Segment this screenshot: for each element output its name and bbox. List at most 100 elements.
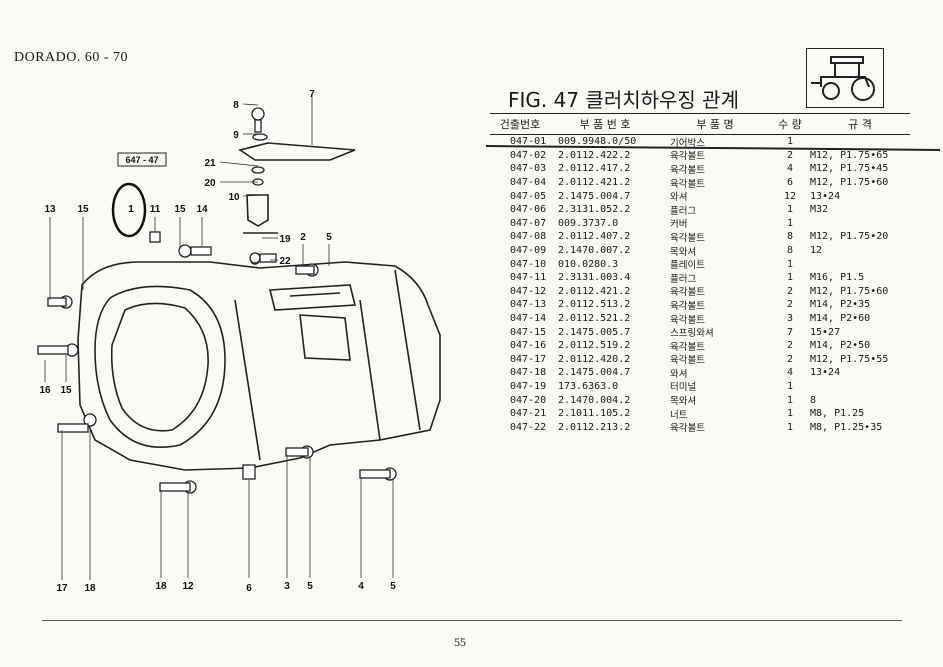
callout-11: 11	[150, 204, 161, 215]
name-cell: 플러그	[670, 205, 697, 217]
callout-5b: 5	[307, 581, 313, 592]
name-cell: 육각볼트	[670, 164, 705, 176]
qty-cell: 2	[786, 353, 794, 365]
callout-21: 21	[204, 158, 216, 169]
callout-10: 10	[228, 192, 240, 203]
callout-8: 8	[233, 100, 239, 111]
qty-cell: 4	[786, 367, 794, 379]
ref-cell: 047-04	[510, 177, 547, 189]
name-cell: 스프링와셔	[670, 328, 714, 340]
qty-cell: 1	[786, 380, 794, 392]
spec-cell: M16, P1.5	[810, 272, 865, 284]
spec-cell: 15•27	[810, 326, 841, 338]
spec-cell: M12, P1.75•60	[810, 177, 889, 189]
ref-cell: 047-03	[510, 163, 547, 175]
qty-cell: 12	[783, 190, 797, 202]
ref-cell: 047-15	[510, 326, 547, 338]
callout-5: 5	[326, 232, 332, 243]
name-cell: 육각볼트	[670, 151, 705, 163]
ref-cell: 047-13	[510, 299, 547, 311]
spec-cell: M12, P1.75•65	[810, 149, 889, 161]
qty-cell: 4	[786, 163, 794, 175]
qty-cell: 1	[786, 258, 794, 270]
callout-6: 6	[246, 583, 252, 594]
col-header-ref: 건출번호	[499, 118, 541, 131]
callout-14: 14	[196, 204, 208, 215]
figure-title: FIG. 47 클러치하우징 관계	[508, 88, 739, 112]
ref-cell: 047-17	[510, 353, 547, 365]
name-cell: 육각볼트	[670, 232, 705, 244]
spec-cell: M8, P1.25	[810, 408, 865, 420]
partno-cell: 2.1011.105.2	[558, 408, 631, 420]
partno-cell: 010.0280.3	[558, 258, 619, 270]
partno-cell: 2.1475.004.7	[558, 190, 631, 202]
table-row: 047-10 010.0280.3 플레이트 1	[490, 257, 910, 272]
partno-cell: 2.3131.003.4	[558, 272, 631, 284]
ref-cell: 047-02	[510, 149, 547, 161]
spec-cell: 13•24	[810, 190, 841, 202]
qty-cell: 7	[786, 326, 794, 338]
tractor-logo	[806, 48, 884, 108]
callout-17: 17	[56, 583, 68, 594]
callout-15: 15	[77, 204, 89, 215]
spec-cell: 13•24	[810, 367, 841, 379]
qty-cell: 2	[786, 285, 794, 297]
ref-cell: 047-07	[510, 217, 547, 229]
callout-2: 2	[300, 232, 306, 243]
ref-cell: 047-10	[510, 258, 547, 270]
ref-cell: 047-14	[510, 313, 547, 325]
name-cell: 육각볼트	[670, 287, 705, 299]
name-cell: 육각볼트	[670, 341, 705, 353]
table-row: 047-04 2.0112.421.2 육각볼트 6 M12, P1.75•60	[490, 176, 910, 190]
partno-cell: 2.0112.519.2	[558, 340, 631, 352]
partno-cell: 2.0112.407.2	[558, 231, 631, 243]
partno-cell: 2.0112.213.2	[558, 421, 631, 433]
name-cell: 터미널	[670, 382, 697, 394]
partno-cell: 2.0112.421.2	[558, 285, 631, 297]
ref-cell: 047-18	[510, 367, 547, 379]
spec-cell: M12, P1.75•20	[810, 231, 889, 243]
qty-cell: 1	[786, 421, 794, 433]
callout-9: 9	[233, 130, 239, 141]
spec-cell: M12, P1.75•45	[810, 163, 889, 175]
partno-cell: 2.0112.422.2	[558, 149, 631, 161]
ref-cell: 047-19	[510, 380, 547, 392]
name-cell: 육각볼트	[670, 178, 705, 190]
partno-cell: 009.3737.0	[558, 217, 619, 229]
partno-cell: 2.0112.513.2	[558, 299, 631, 311]
spec-cell: M14, P2•35	[810, 299, 871, 311]
callout-5c: 5	[390, 581, 396, 592]
callout-15c: 15	[60, 385, 72, 396]
col-header-spec: 규 격	[848, 118, 872, 131]
partno-cell: 2.0112.421.2	[558, 177, 631, 189]
qty-cell: 6	[786, 177, 794, 189]
callout-22: 22	[279, 256, 291, 267]
partno-cell: 2.1475.005.7	[558, 326, 631, 338]
qty-cell: 2	[786, 299, 794, 311]
spec-cell: M8, P1.25•35	[810, 421, 883, 433]
name-cell: 플레이트	[670, 260, 705, 272]
qty-cell: 2	[786, 149, 794, 161]
name-cell: 플러그	[670, 273, 697, 285]
footer-rule	[42, 620, 902, 621]
qty-cell: 1	[786, 217, 794, 229]
name-cell: 육각볼트	[670, 355, 705, 367]
table-row: 047-07 009.3737.0 커버 1	[490, 217, 910, 231]
partno-cell: 2.1470.007.2	[558, 245, 631, 257]
name-cell: 목와셔	[670, 396, 697, 408]
col-header-qty: 수 량	[778, 118, 802, 131]
col-header-partno: 부 품 번 호	[579, 118, 631, 131]
qty-cell: 3	[786, 313, 794, 325]
partno-cell: 2.0112.417.2	[558, 163, 631, 175]
name-cell: 커버	[670, 219, 688, 231]
page-number: 55	[454, 635, 466, 649]
